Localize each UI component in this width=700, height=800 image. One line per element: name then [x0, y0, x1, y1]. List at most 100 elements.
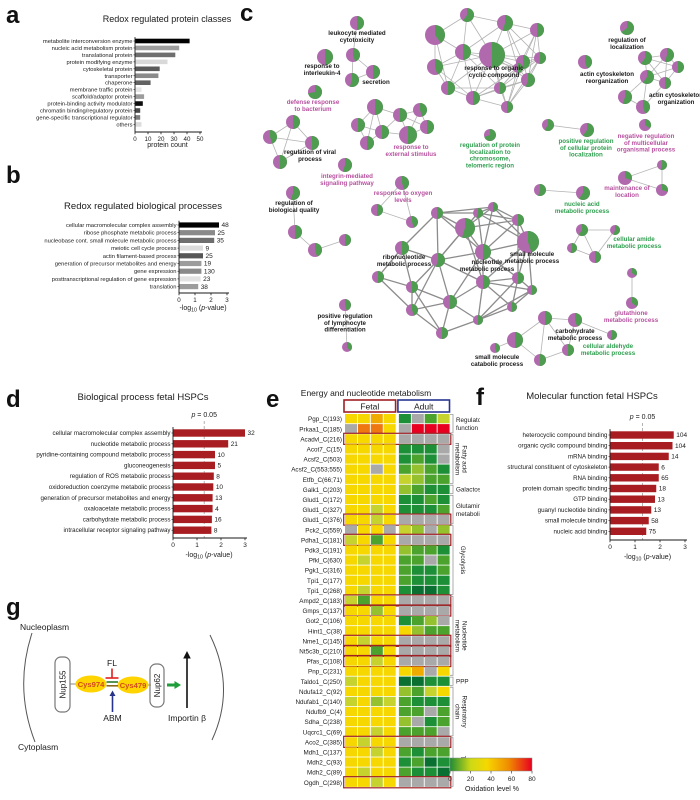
heatmap-row-label: Galk1_C(203)	[303, 487, 342, 494]
network-node-slice	[312, 136, 319, 150]
heatmap-cell	[437, 727, 450, 737]
heatmap-cell	[357, 626, 370, 636]
bar-value-label: 4	[215, 506, 219, 513]
network-node-slice	[582, 123, 594, 138]
heatmap-cell	[345, 464, 357, 474]
heatmap-cell	[357, 444, 370, 454]
heatmap-cell	[345, 535, 357, 545]
heatmap-cell	[357, 434, 370, 444]
network-node-slice	[622, 90, 632, 105]
network-edge	[411, 259, 439, 311]
heatmap-cell	[411, 454, 424, 464]
heatmap-cell	[383, 504, 396, 515]
heatmap-cell	[411, 616, 424, 626]
bar	[135, 115, 141, 120]
network-edge	[482, 281, 533, 291]
bar-category-label: generation of precursor metabolites and …	[55, 262, 177, 268]
legend-tick-label: 80	[528, 776, 536, 783]
bar-category-label: small molecule binding	[545, 518, 608, 525]
network-node-slice	[665, 77, 671, 89]
heatmap-cell	[383, 474, 396, 484]
heatmap-cell	[370, 666, 383, 676]
heatmap-cell	[383, 424, 396, 434]
x-tick-label: 3	[225, 297, 229, 304]
heatmap-cell	[345, 504, 357, 515]
network-node-slice	[512, 302, 517, 312]
heatmap-cell	[370, 595, 383, 606]
heatmap-cell	[370, 494, 383, 505]
heatmap-cell	[383, 444, 396, 454]
network-node-slice	[640, 51, 652, 65]
chart-title: Biological process fetal HSPCs	[78, 392, 209, 403]
network-node-slice	[515, 332, 523, 348]
heatmap-cell	[370, 676, 383, 686]
network-node-slice	[502, 15, 513, 31]
panel-letter-c: c	[240, 0, 254, 27]
bar-chart-protein-classes: Redox regulated protein classesmetabolit…	[36, 14, 232, 149]
legend-gradient-bar	[449, 757, 533, 772]
heatmap-cell	[383, 717, 396, 727]
heatmap-group-label: PPP	[456, 678, 469, 685]
abm-label: ABM	[103, 713, 121, 723]
significant-row-outline	[343, 604, 452, 617]
group-bracket	[450, 595, 454, 676]
network-node-slice	[613, 225, 620, 236]
heatmap-cell	[383, 636, 396, 646]
heatmap-cell	[345, 656, 357, 666]
heatmap-cell	[437, 474, 450, 484]
x-tick-label: 0	[177, 297, 181, 304]
bar-category-label: ribose phosphate metabolic process	[84, 231, 177, 237]
chart-title: Redox regulated biological processes	[64, 201, 222, 212]
heatmap-cell	[437, 737, 450, 747]
network-node-slice	[500, 82, 506, 94]
legend-tick-label: 0	[448, 776, 452, 783]
bar	[610, 527, 647, 535]
heatmap-cell	[424, 515, 437, 525]
heatmap-cell	[345, 454, 357, 464]
heatmap-cell	[383, 686, 396, 696]
bar	[173, 504, 213, 513]
heatmap-cell	[437, 636, 450, 646]
heatmap-cell	[411, 706, 424, 717]
legend-tick-label: 40	[487, 776, 495, 783]
heatmap-cell	[383, 605, 396, 616]
heatmap-cell	[357, 454, 370, 464]
bar	[179, 268, 202, 274]
heatmap-cell	[424, 545, 437, 555]
heatmap-cell	[398, 515, 411, 525]
x-tick-label: 20	[158, 136, 165, 143]
network-node-slice	[518, 214, 524, 226]
heatmap-cell	[345, 676, 357, 686]
network-node-slice	[528, 231, 540, 253]
heatmap-cell	[357, 696, 370, 707]
heatmap-row-label: Etfb_C(66;71)	[303, 477, 342, 484]
heatmap-group-label: Glycolysis	[459, 546, 466, 574]
heatmap-cell	[357, 515, 370, 525]
bar-value-label: 9	[206, 245, 210, 252]
bar	[135, 101, 143, 106]
bar-value-label: 58	[651, 518, 659, 525]
network-node-slice	[315, 243, 323, 257]
group-bracket	[450, 484, 454, 494]
heatmap-cell	[357, 424, 370, 434]
bar	[610, 506, 652, 514]
bar	[173, 494, 213, 502]
bar-value-label: 19	[204, 261, 212, 268]
bar	[173, 472, 214, 480]
heatmap-row-label: Gmps_C(137)	[302, 608, 342, 615]
heatmap-group-label: Regulatory	[456, 417, 480, 424]
nup62-label: Nup62	[153, 673, 162, 697]
heatmap-cell	[424, 525, 437, 535]
bar-category-label: protein domain specific binding	[523, 486, 609, 493]
chart-title: Molecular function fetal HSPCs	[526, 391, 658, 402]
heatmap-cell	[424, 444, 437, 454]
heatmap-row-label: Mdh1_C(137)	[303, 750, 342, 757]
heatmap-cell	[398, 484, 411, 494]
heatmap-title: Energy and nucleotide metabolism	[301, 388, 431, 398]
heatmap-group-label: function	[456, 425, 479, 432]
network-node-slice	[540, 52, 546, 64]
heatmap-row-label: Pck2_C(559)	[305, 527, 342, 534]
